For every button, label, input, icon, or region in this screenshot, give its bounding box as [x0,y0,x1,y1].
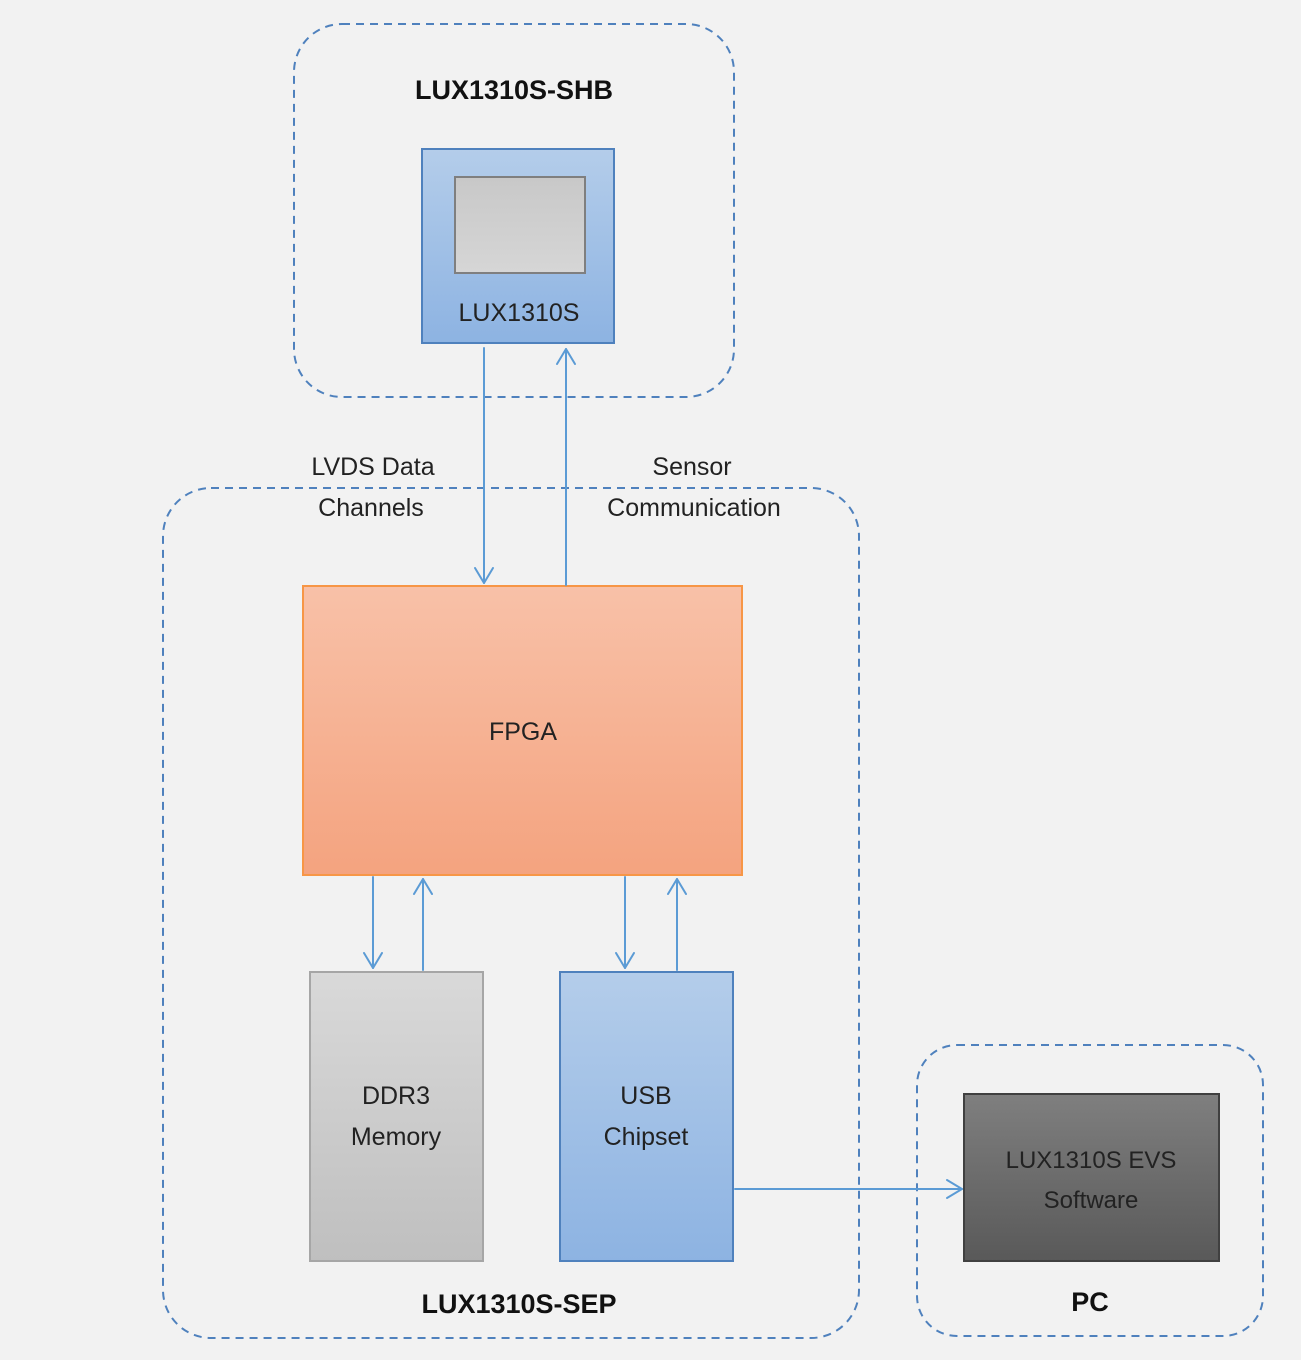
group-pc-title: PC [1071,1287,1109,1317]
group-pc-border [916,1044,1264,1337]
usb-chipset-block: USB Chipset [559,971,734,1262]
ddr3-label-line2: Memory [351,1123,442,1151]
arrow-lvds-down [474,347,494,584]
fpga-block: FPGA [302,585,743,876]
arrow-usb-to-pc [734,1179,963,1199]
usb-label-line2: Chipset [604,1123,689,1151]
lvds-label-line2: Channels [318,494,424,522]
ddr3-label-line1: DDR3 [362,1082,430,1110]
arrow-usb-to-fpga [667,878,687,971]
evs-label-line2: Software [1044,1187,1139,1214]
sensor-chip-icon [454,176,586,274]
group-sep-title: LUX1310S-SEP [421,1289,616,1319]
fpga-label: FPGA [489,718,557,746]
arrow-fpga-to-ddr3 [363,876,383,969]
sensor-comm-label-line1: Sensor [652,453,731,481]
arrow-fpga-to-usb [615,876,635,969]
sensor-label: LUX1310S [459,299,580,327]
usb-label-line1: USB [620,1082,671,1110]
sensor-comm-label-line2: Communication [607,494,781,522]
evs-software-block: LUX1310S EVS Software [963,1093,1220,1262]
lvds-label-line1: LVDS Data [311,453,434,481]
sensor-block: LUX1310S [421,148,615,344]
group-shb-border [293,23,735,398]
arrow-sensor-comm-up [556,348,576,586]
evs-label-line1: LUX1310S EVS [1006,1147,1177,1174]
group-shb-title: LUX1310S-SHB [415,75,613,105]
arrow-ddr3-to-fpga [413,878,433,971]
ddr3-memory-block: DDR3 Memory [309,971,484,1262]
group-sep-border [162,487,860,1339]
